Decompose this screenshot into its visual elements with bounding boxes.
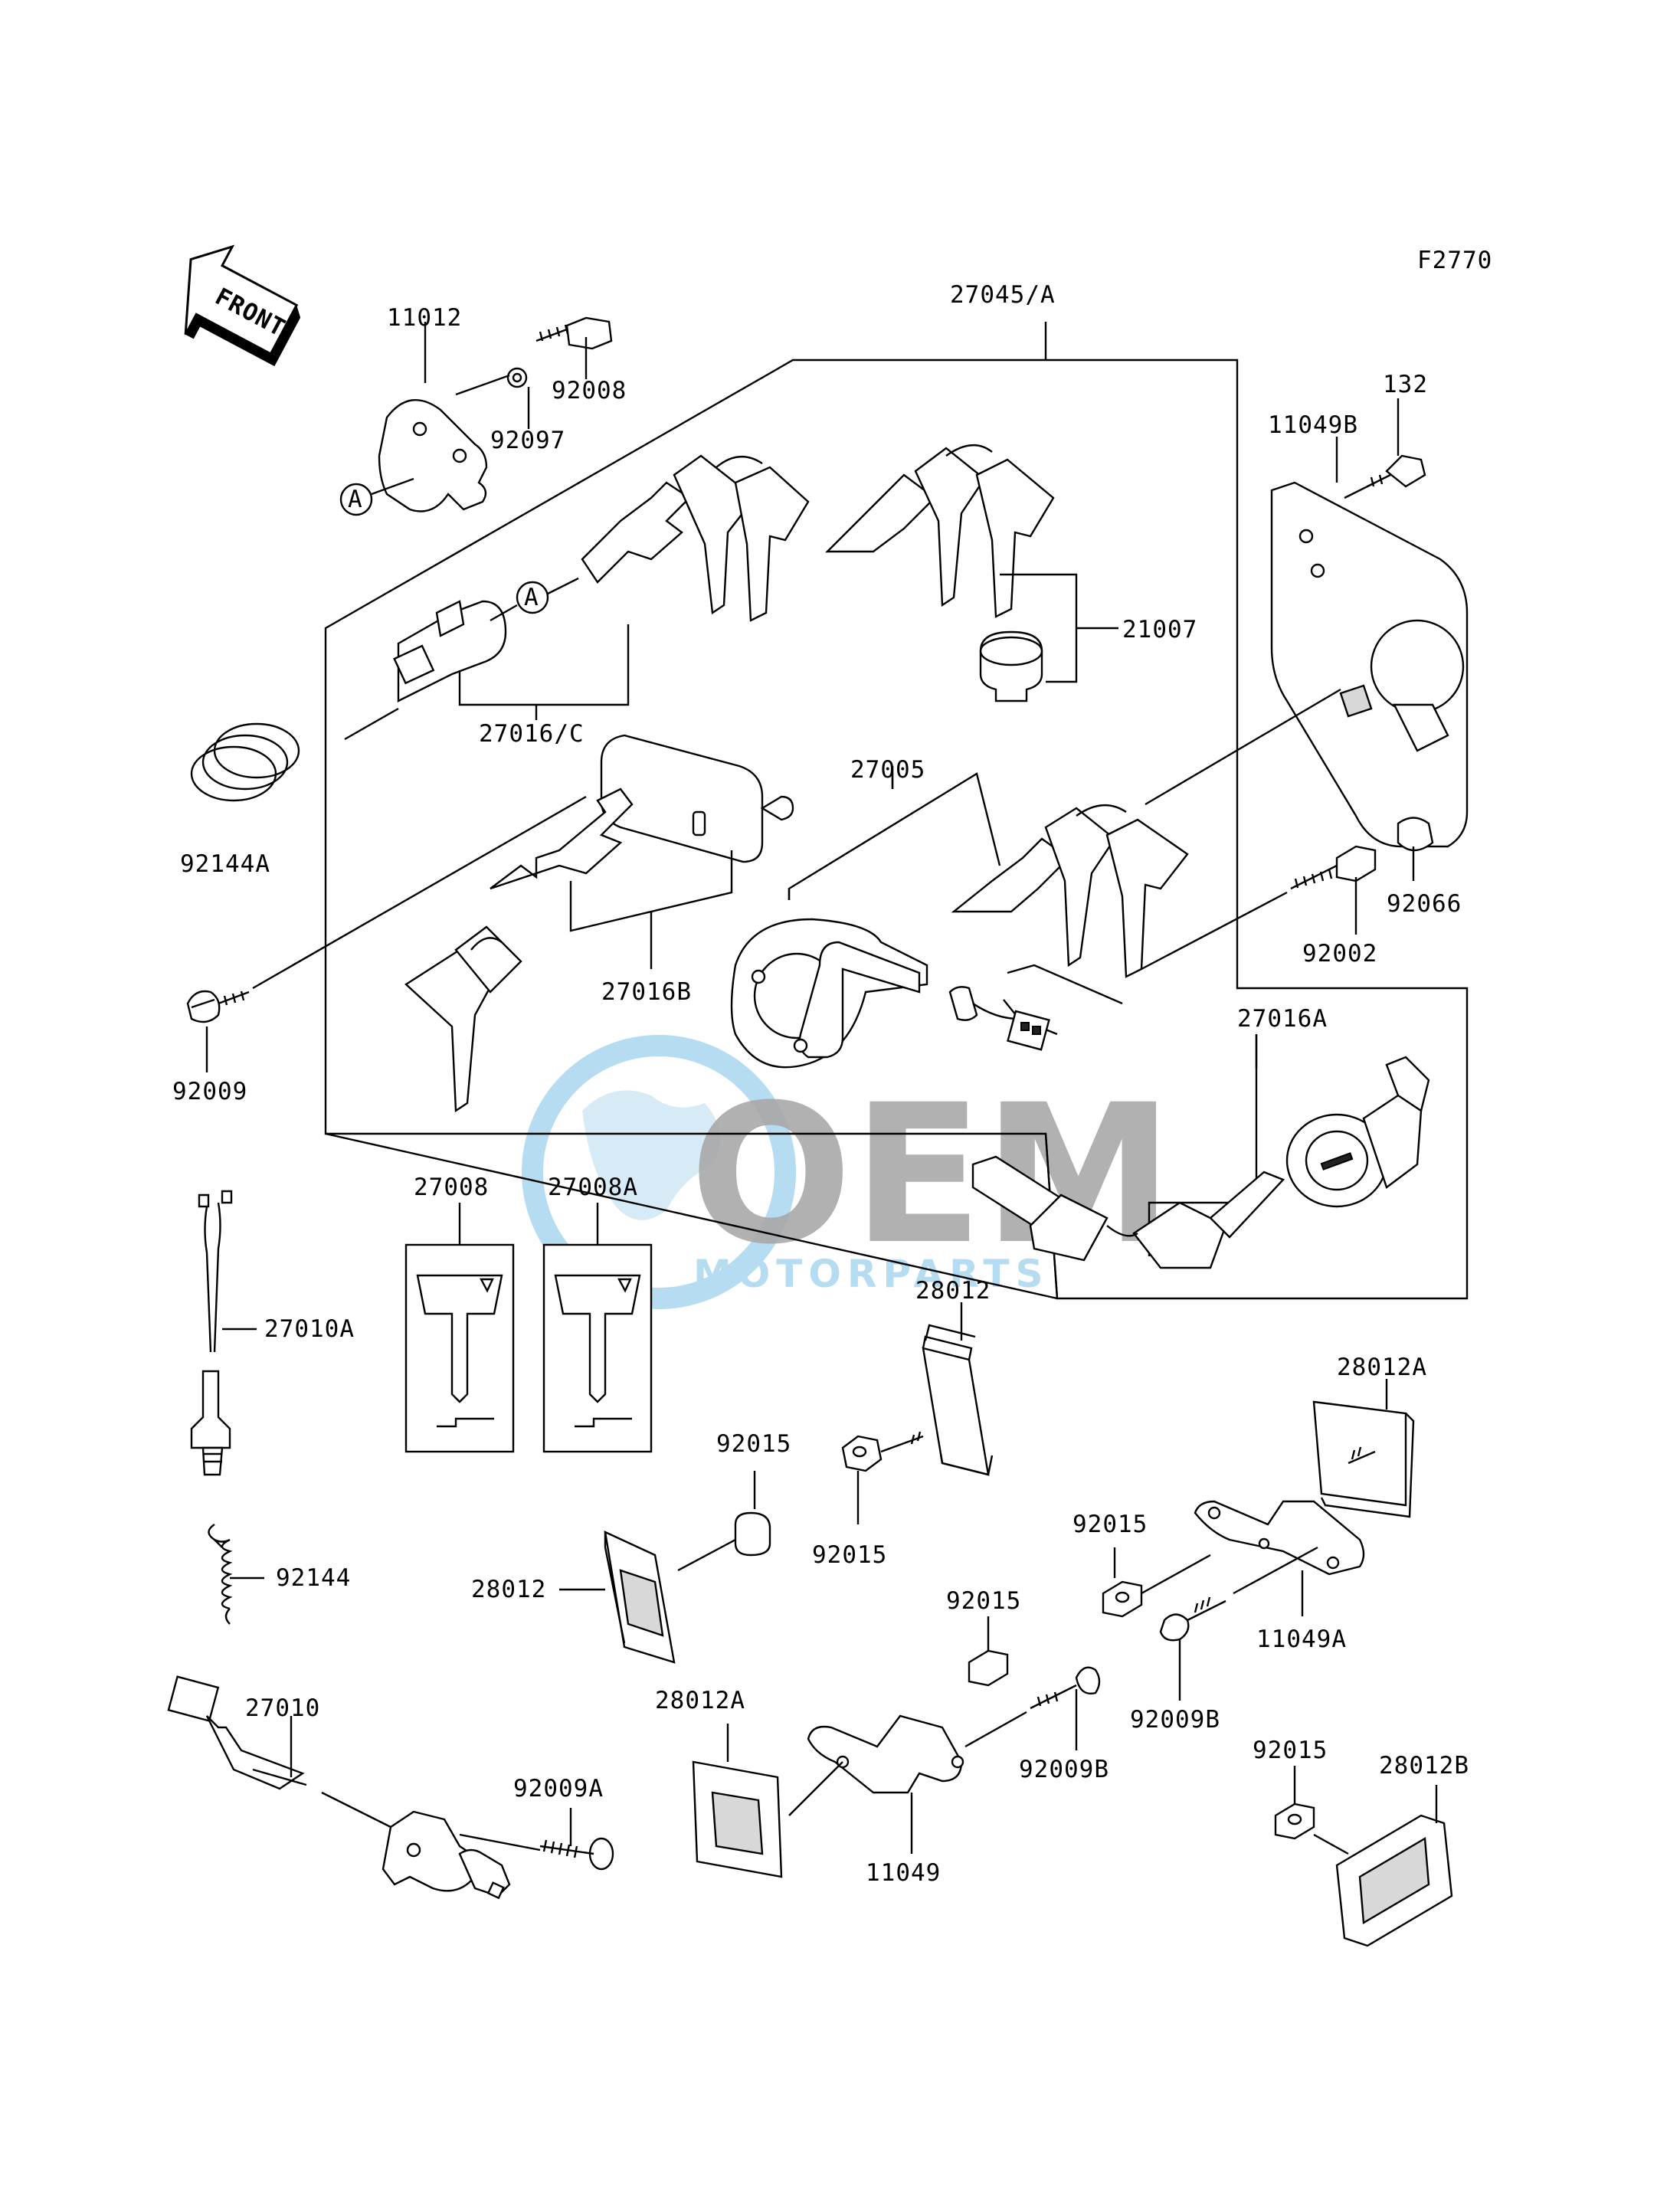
- label-92144: 92144: [276, 1564, 351, 1592]
- part-28012-reflector-mid: [604, 1530, 676, 1664]
- part-27016b-housing: [600, 734, 794, 863]
- label-11012: 11012: [387, 304, 462, 332]
- label-11049a: 11049A: [1256, 1626, 1347, 1653]
- part-27010-switch: [167, 1675, 511, 1900]
- part-92009b-bolt-a: [1159, 1596, 1226, 1642]
- label-92008: 92008: [552, 377, 627, 404]
- part-28012-reflector-top: [922, 1324, 994, 1476]
- part-132-bolt: [1367, 454, 1426, 488]
- part-27016c-cylinder: [344, 600, 507, 741]
- label-27008: 27008: [414, 1174, 489, 1201]
- watermark-brand: OEM: [689, 1063, 1174, 1286]
- part-92002-bolt: [1290, 845, 1377, 890]
- label-28012a-right: 28012A: [1337, 1354, 1427, 1381]
- figure-code: F2770: [1417, 247, 1492, 274]
- label-92002: 92002: [1302, 940, 1377, 968]
- label-132: 132: [1383, 371, 1428, 398]
- label-28012-mid: 28012: [471, 1576, 546, 1603]
- part-27005-switch: [730, 918, 1058, 1069]
- label-11049: 11049: [866, 1859, 941, 1887]
- part-27010a-sensor: [190, 1190, 233, 1476]
- callout-a-marker-1: A: [339, 483, 373, 516]
- part-92144-spring: [208, 1524, 233, 1625]
- label-27010: 27010: [245, 1694, 320, 1722]
- label-27016a: 27016A: [1237, 1005, 1328, 1033]
- label-28012-top: 28012: [915, 1277, 991, 1305]
- label-27045a: 27045/A: [950, 281, 1056, 309]
- watermark-continents: [582, 1090, 721, 1220]
- part-27008-keycard: [404, 1243, 515, 1453]
- label-92009: 92009: [172, 1078, 247, 1105]
- label-28012b: 28012B: [1379, 1752, 1469, 1780]
- part-labels: 27045/A 11012 92008 92097 132 11049B 210…: [172, 281, 1469, 1887]
- label-27008a: 27008A: [548, 1174, 638, 1201]
- label-92009b-a: 92009B: [1130, 1706, 1220, 1734]
- part-92015-nut-b: [734, 1511, 771, 1557]
- part-key-pair-5: [971, 1155, 1285, 1269]
- label-92144a: 92144A: [180, 850, 270, 878]
- label-92009a: 92009A: [513, 1775, 604, 1802]
- part-11049a-bracket: [1194, 1446, 1376, 1576]
- part-21007-cap: [979, 630, 1043, 702]
- label-92015-c: 92015: [1073, 1511, 1148, 1538]
- part-92009b-bolt-b: [1030, 1666, 1101, 1710]
- part-27008a-keycard: [542, 1243, 653, 1453]
- part-92066-grommet: [1397, 817, 1434, 852]
- part-92015-nut-c: [1102, 1580, 1143, 1618]
- svg-text:A: A: [348, 486, 363, 513]
- part-11049b-bracket: [1270, 481, 1469, 848]
- label-92097: 92097: [490, 427, 565, 454]
- part-92015-nut-e: [1274, 1802, 1315, 1840]
- part-key-pair-1: [581, 454, 810, 622]
- label-92066: 92066: [1387, 890, 1462, 918]
- label-11049b: 11049B: [1268, 411, 1358, 439]
- label-27005: 27005: [850, 756, 925, 784]
- part-28012a-reflector-left: [692, 1760, 783, 1878]
- part-92015-nut-d: [968, 1649, 1009, 1687]
- watermark-globe: [522, 1035, 796, 1309]
- part-key-pair-4: [951, 804, 1189, 978]
- watermark: OEM MOTORPARTS: [522, 1035, 1174, 1309]
- part-92009a-bolt: [539, 1837, 614, 1871]
- watermark-sub: MOTORPARTS: [693, 1252, 1050, 1296]
- part-key-pair-2: [825, 444, 1055, 618]
- part-28012b-reflector: [1335, 1814, 1453, 1947]
- label-92015-b: 92015: [812, 1541, 887, 1569]
- label-92015-d: 92015: [946, 1587, 1021, 1615]
- label-92009b-b: 92009B: [1019, 1756, 1109, 1783]
- part-92008-bolt: [535, 316, 613, 350]
- label-27016c: 27016/C: [479, 720, 585, 748]
- label-92015-e: 92015: [1253, 1737, 1328, 1764]
- part-key-pair-3: [404, 787, 634, 1113]
- part-92097-washer: [506, 367, 528, 388]
- front-arrow-icon: FRONT: [184, 244, 301, 367]
- part-27016a-lock: [1285, 1056, 1430, 1208]
- part-11049-bracket: [807, 1714, 964, 1794]
- label-27016b: 27016B: [601, 978, 692, 1006]
- label-28012a-left: 28012A: [655, 1687, 745, 1714]
- label-92015-a: 92015: [716, 1430, 791, 1458]
- part-92009-screw: [186, 990, 250, 1023]
- part-11012-plate: [378, 399, 488, 512]
- svg-text:A: A: [524, 584, 539, 611]
- part-28012a-reflector-right: [1312, 1400, 1415, 1518]
- callout-a-marker-2: A: [516, 581, 549, 614]
- label-27010a: 27010A: [264, 1315, 355, 1343]
- part-92015-nut-a: [841, 1435, 883, 1472]
- part-92144a-spring: [190, 722, 300, 802]
- label-21007: 21007: [1122, 616, 1197, 643]
